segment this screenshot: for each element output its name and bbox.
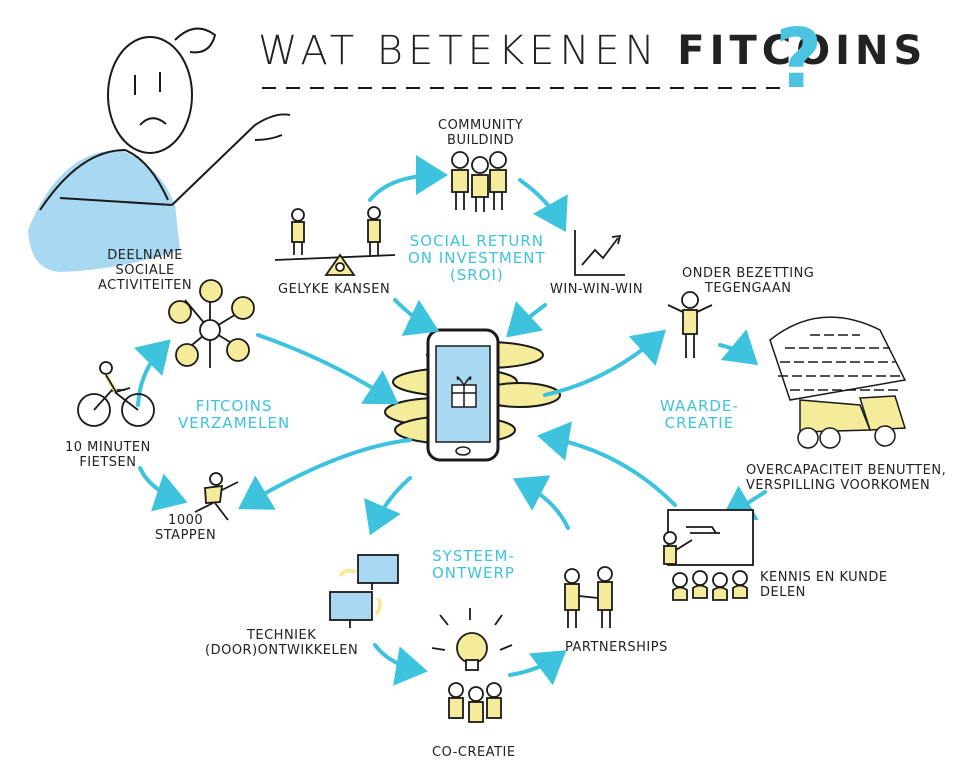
fitcoins-verzamelen-title: FITCOINS VERZAMELEN (178, 397, 291, 432)
runner-icon (194, 472, 239, 521)
stappen-label: 1000 STAPPEN (155, 513, 217, 543)
balance-scale-icon (274, 206, 396, 276)
growth-chart-icon (574, 230, 625, 276)
title-highlight: FITCOINS (677, 28, 928, 74)
gelijke-kansen-label: GELYKE KANSEN (278, 282, 391, 297)
techniek-label: TECHNIEK (DOOR)ONTWIKKELEN (205, 628, 359, 658)
waardecreatie-title: WAARDE- CREATIE (660, 397, 739, 432)
computer-network-icon (329, 554, 399, 628)
fietsen-label: 10 MINUTEN FIETSEN (65, 440, 151, 470)
community-building-label: COMMUNITY BUILDIND (438, 118, 524, 148)
question-mark-icon: ? (775, 12, 823, 107)
truck-with-bricks-icon (769, 316, 907, 449)
kennis-label: KENNIS EN KUNDE DELEN (760, 570, 888, 600)
presenter-figure-icon (28, 27, 291, 272)
flow-arrows (133, 155, 767, 686)
teaching-icon (663, 509, 754, 601)
deelname-label: DEELNAME SOCIALE ACTIVITEITEN (98, 248, 193, 293)
cyclist-icon (77, 361, 155, 427)
social-network-icon (168, 279, 255, 368)
community-group-icon (451, 151, 507, 212)
co-creatie-label: CO-CREATIE (432, 745, 516, 760)
systeemontwerp-title: SYSTEEM- ONTWERP (432, 547, 515, 582)
onderbezetting-label: ONDER BEZETTING TEGENGAAN (682, 266, 815, 296)
phone-with-coins-icon (384, 328, 561, 462)
shrugging-person-icon (667, 291, 713, 358)
partnerships-label: PARTNERSHIPS (565, 640, 668, 655)
sroi-title: SOCIAL RETURN ON INVESTMENT (SROI) (408, 232, 546, 284)
overcapaciteit-label: OVERCAPACITEIT BENUTTEN, VERSPILLING VOO… (746, 463, 947, 493)
co-creation-group-icon (448, 682, 502, 723)
win-win-win-label: WIN-WIN-WIN (550, 282, 644, 297)
lightbulb-icon (431, 608, 513, 671)
handshake-icon (564, 566, 613, 628)
page-title: WAT BETEKENEN FITCOINS (258, 28, 928, 74)
